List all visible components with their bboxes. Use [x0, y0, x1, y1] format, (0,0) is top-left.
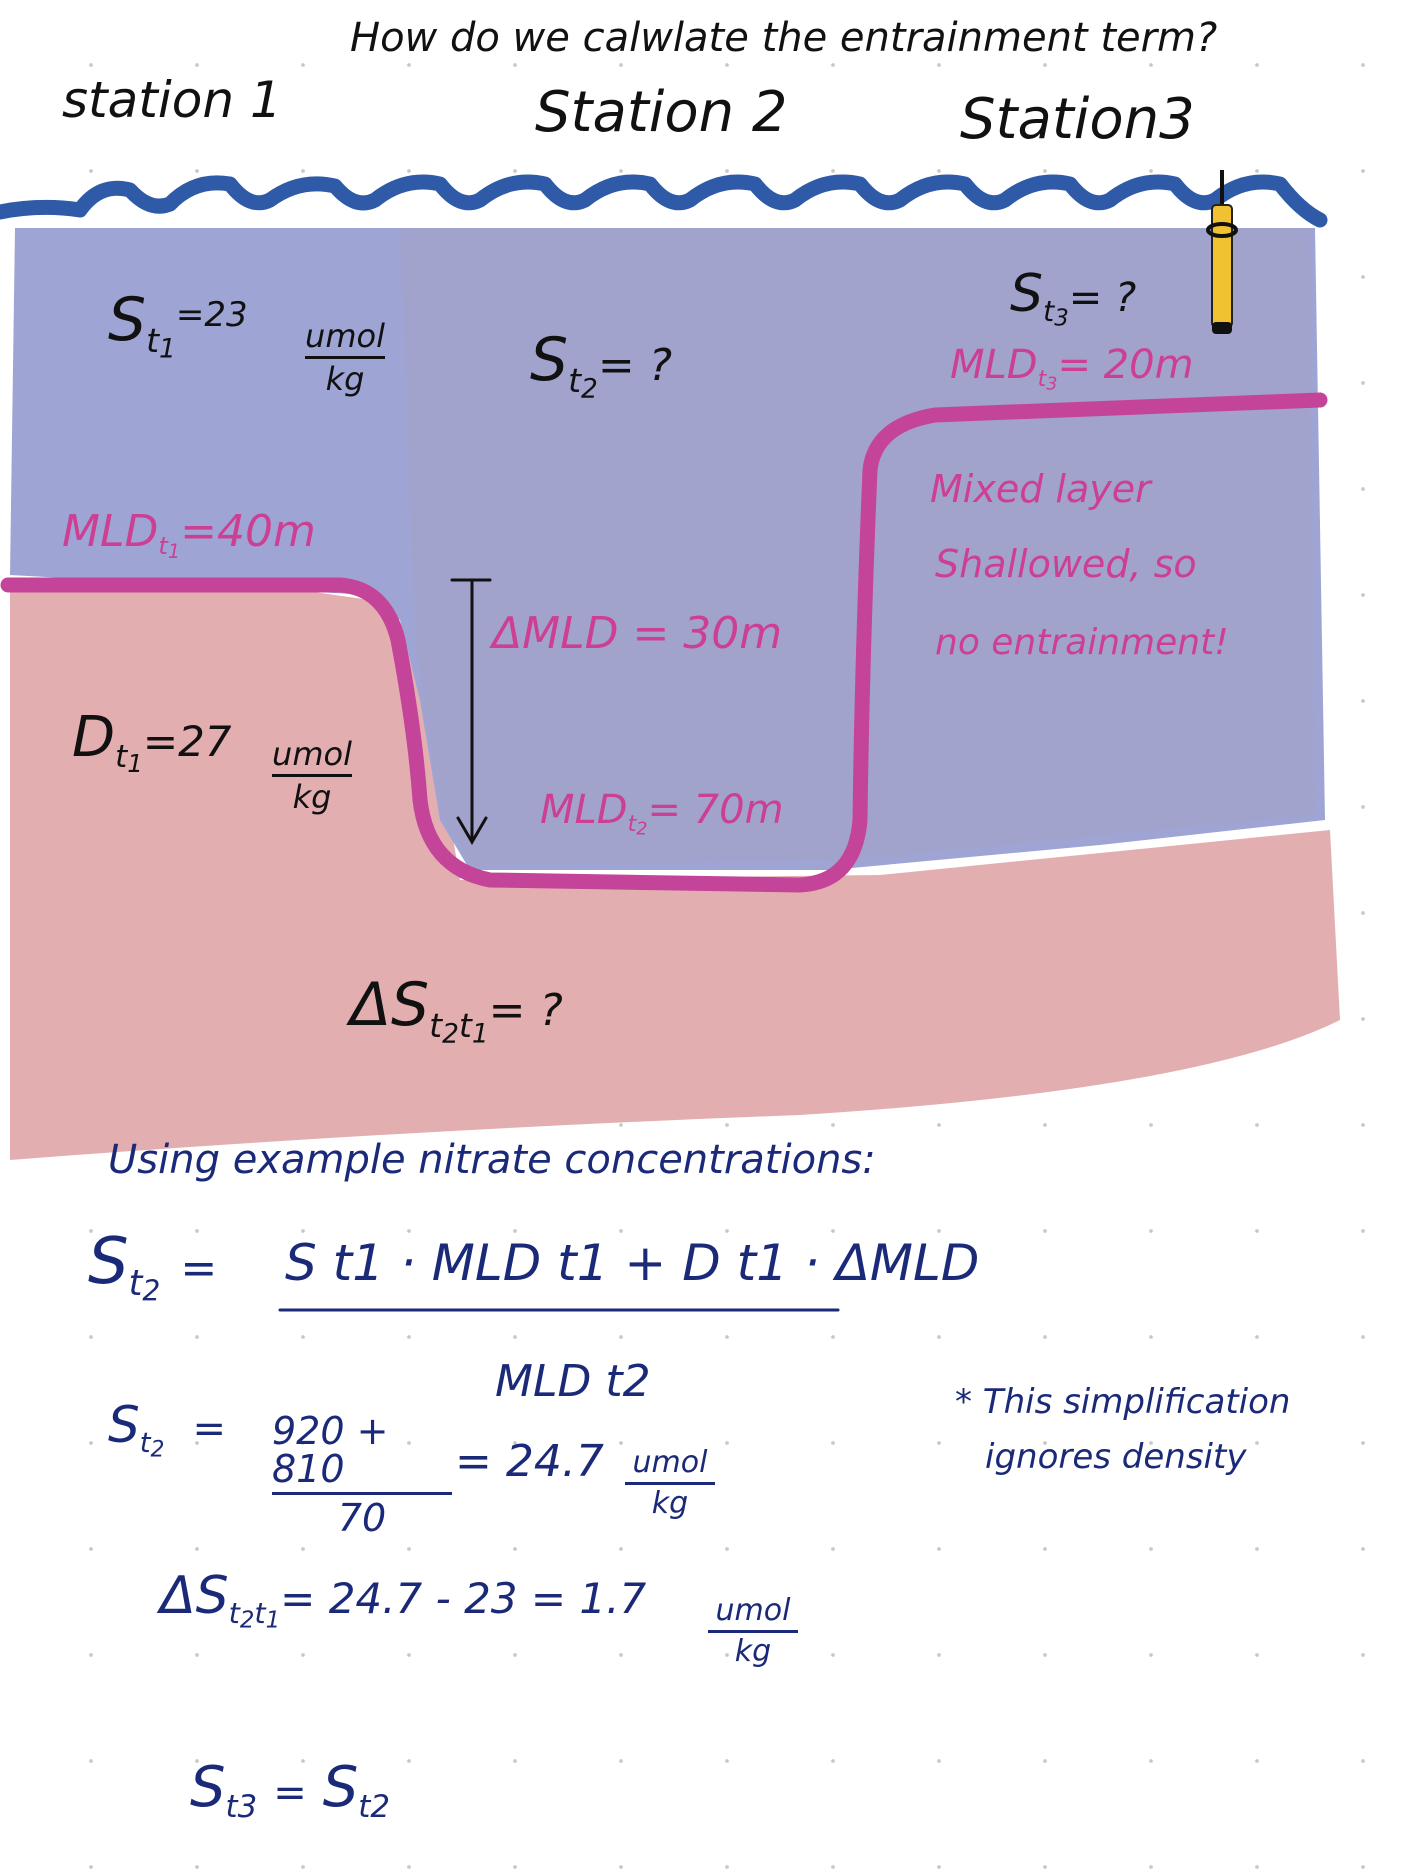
surface-wave-line [0, 174, 1328, 228]
station3-mld: MLDt3= 20m [950, 342, 1194, 395]
station-1-label: station 1 [62, 71, 282, 129]
calc1-lhs: St2= [108, 1396, 227, 1463]
calc3-equality: St3=St2 [190, 1755, 390, 1825]
down-arrow-icon [450, 578, 492, 845]
formula-lhs: St2= [88, 1225, 218, 1308]
footnote-line1: * This simplification [955, 1382, 1291, 1422]
station2-mld: MLDt2= 70m [540, 787, 784, 840]
mld-line [0, 392, 1328, 893]
station1-deep-concentration: Dt1=27 [72, 705, 232, 778]
station1-surface-concentration: St1=23 [108, 285, 248, 364]
mixed-layer-shade [400, 230, 1315, 865]
example-intro: Using example nitrate concentrations: [108, 1137, 876, 1183]
page-title: How do we calwlate the entrainment term? [350, 15, 1218, 61]
calc2-delta-s: ΔSt2t1= 24.7 - 23 = 1.7 [160, 1566, 647, 1634]
station1-mld: MLDt1=40m [62, 506, 316, 564]
station3-surface-concentration: St3= ? [1010, 264, 1137, 332]
formula-numerator: S t1 · MLD t1 + D t1 · ΔMLD [285, 1234, 980, 1292]
deep-water-layer [10, 573, 1340, 1160]
delta-mld-label: ΔMLD = 30m [492, 608, 783, 659]
station3-note-line3: no entrainment! [935, 622, 1229, 663]
station-2-label: Station 2 [535, 80, 788, 145]
station-3-label: Station3 [960, 87, 1195, 152]
station3-note-line2: Shallowed, so [935, 542, 1197, 586]
footnote-line2: ignores density [985, 1437, 1247, 1477]
calc1-result: = 24.7 [455, 1436, 604, 1487]
delta-s-question: ΔSt2t1= ? [350, 970, 563, 1049]
station2-surface-concentration: St2= ? [530, 325, 673, 404]
station3-note-line1: Mixed layer [930, 467, 1151, 511]
profiling-float-icon [1206, 170, 1238, 334]
formula-denominator: MLD t2 [495, 1356, 651, 1407]
